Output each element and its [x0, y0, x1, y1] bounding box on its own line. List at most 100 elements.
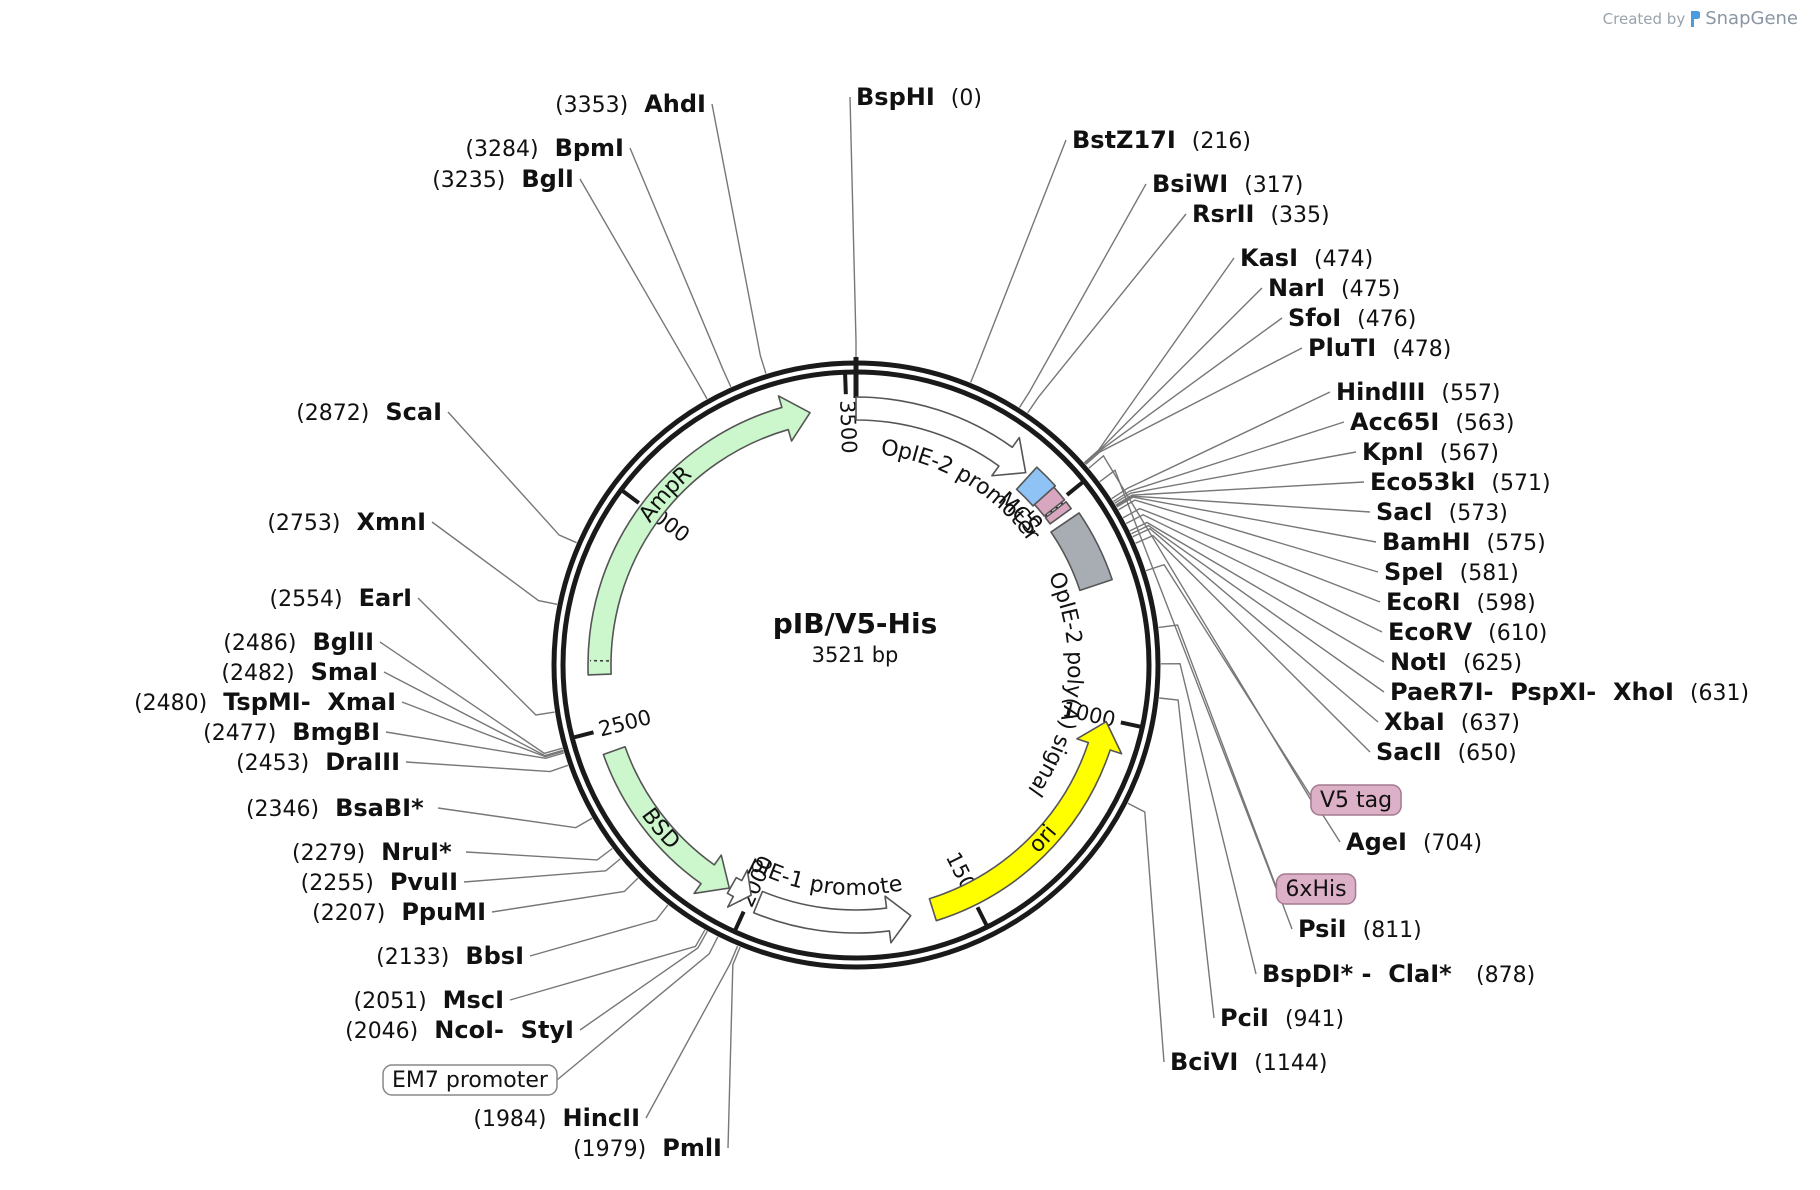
enzyme-name: BsaBI [335, 794, 411, 822]
site-eari[interactable]: (2554) EarI [269, 584, 412, 612]
site-psii[interactable]: PsiI(811) [1298, 915, 1422, 943]
leader-line-agei [1145, 563, 1341, 843]
site-paer7i[interactable]: PaeR7I - PspXI - XhoI(631) [1390, 678, 1749, 706]
site-ecorv[interactable]: EcoRV(610) [1388, 618, 1547, 646]
leader-line-bsphi [849, 96, 857, 360]
site-bsphi[interactable]: BspHI(0) [856, 83, 982, 111]
leader-line-bsabi [437, 807, 593, 829]
leader-line-bgli [579, 178, 708, 400]
site-ppumi[interactable]: (2207)PpuMI [312, 898, 486, 926]
site-position: (878) [1476, 963, 1535, 988]
site-bspdi[interactable]: BspDI * - ClaI *(878) [1262, 960, 1535, 988]
enzyme-name: ClaI [1388, 960, 1439, 988]
enzyme-name: BsiWI [1152, 170, 1228, 198]
enzyme-name: BglI [521, 165, 574, 193]
site-position: (2046) [345, 1019, 418, 1044]
site-bsabi[interactable]: (2346)BsaBI * [246, 794, 424, 822]
feature-tag-em7-tag[interactable]: EM7 promoter [382, 1064, 558, 1096]
site-draiii[interactable]: (2453)DraIII [236, 748, 400, 776]
site-saci[interactable]: SacI(573) [1376, 498, 1508, 526]
enzyme-name: EarI [359, 584, 412, 612]
site-position: (2554) [269, 587, 342, 612]
feature-tag-6xhis-tag[interactable]: 6xHis [1275, 873, 1357, 905]
site-position: (571) [1491, 471, 1550, 496]
feature-v5-tag [1033, 486, 1066, 517]
leader-line-xmni [431, 521, 558, 605]
feature-tag-v5tag-tag[interactable]: V5 tag [1310, 784, 1402, 816]
site-ahdi[interactable]: (3353)AhdI [555, 90, 706, 118]
enzyme-name: XmnI [356, 508, 426, 536]
leader-line-pcii [1159, 697, 1215, 1019]
site-rsrii[interactable]: RsrII(335) [1192, 200, 1330, 228]
tag-leader-line [1099, 469, 1278, 890]
site-acc65i[interactable]: Acc65I(563) [1350, 408, 1515, 436]
site-position: (2207) [312, 901, 385, 926]
leader-line-draiii [405, 761, 569, 773]
site-msci[interactable]: (2051)MscI [354, 986, 504, 1014]
enzyme-name: SfoI [1288, 304, 1341, 332]
site-pcii[interactable]: PciI(941) [1220, 1004, 1344, 1032]
methylation-star: * [1439, 960, 1452, 988]
site-bsiwi[interactable]: BsiWI(317) [1152, 170, 1303, 198]
leader-line-ecorv [1125, 513, 1383, 633]
feature-polya-signal [1050, 512, 1113, 592]
leader-line-ppumi [491, 877, 639, 913]
tag-box [382, 1064, 558, 1096]
leader-line-pluti [1085, 347, 1303, 465]
site-bpmi[interactable]: (3284)BpmI [465, 134, 624, 162]
site-pluti[interactable]: PluTI(478) [1308, 334, 1451, 362]
site-nrui[interactable]: (2279)NruI * [292, 838, 452, 866]
snapgene-credit: Created by SnapGene [1603, 8, 1798, 29]
leader-line-smai [383, 671, 564, 757]
feature-opie1-promoter [752, 890, 912, 944]
site-xmni[interactable]: (2753) XmnI [267, 508, 426, 536]
leader-line-bmgbi [385, 731, 565, 760]
site-noti[interactable]: NotI(625) [1390, 648, 1522, 676]
site-smai[interactable]: (2482)SmaI [221, 658, 378, 686]
site-bamhi[interactable]: BamHI(575) [1382, 528, 1546, 556]
site-position: (2753) [267, 511, 340, 536]
site-bbsi[interactable]: (2133)BbsI [376, 942, 524, 970]
enzyme-name: BspHI [856, 83, 935, 111]
site-sacii[interactable]: SacII(650) [1376, 738, 1517, 766]
site-tspmi[interactable]: (2480)TspMI - XmaI [134, 688, 396, 716]
site-sfoi[interactable]: SfoI(476) [1288, 304, 1416, 332]
tick-500 [1065, 480, 1084, 497]
site-nari[interactable]: NarI(475) [1268, 274, 1400, 302]
enzyme-name: Acc65I [1350, 408, 1439, 436]
plasmid-name: pIB/V5-His [773, 607, 938, 640]
site-bmgbi[interactable]: (2477)BmgBI [203, 718, 380, 746]
site-bglii[interactable]: (2486)BglII [223, 628, 374, 656]
enzyme-name: HincII [563, 1104, 640, 1132]
site-pmli[interactable]: (1979)PmlI [573, 1134, 722, 1162]
site-ncoi[interactable]: (2046)NcoI - StyI [345, 1016, 574, 1044]
tag-leader-line [1088, 454, 1312, 801]
enzyme-name: PciI [1220, 1004, 1269, 1032]
site-separator: - [301, 688, 311, 716]
site-position: (567) [1440, 441, 1499, 466]
enzyme-name: NotI [1390, 648, 1447, 676]
site-spei[interactable]: SpeI(581) [1384, 558, 1519, 586]
site-position: (610) [1488, 621, 1547, 646]
site-scai[interactable]: (2872)ScaI [296, 398, 442, 426]
site-xbai[interactable]: XbaI(637) [1384, 708, 1520, 736]
leader-line-bpmi [629, 147, 732, 388]
enzyme-name: AhdI [644, 90, 706, 118]
site-bgli[interactable]: (3235)BglI [432, 165, 574, 193]
site-bstz17i[interactable]: BstZ17I(216) [1072, 126, 1251, 154]
tick-3000 [621, 489, 641, 505]
site-kasi[interactable]: KasI(474) [1240, 244, 1373, 272]
site-agei[interactable]: AgeI(704) [1346, 828, 1482, 856]
enzyme-name: BamHI [1382, 528, 1471, 556]
site-pvuii[interactable]: (2255)PvuII [301, 868, 458, 896]
site-position: (2453) [236, 751, 309, 776]
site-hindiii[interactable]: HindIII(557) [1336, 378, 1501, 406]
feature-ampr [587, 395, 811, 676]
enzyme-name: KpnI [1362, 438, 1424, 466]
site-hincii[interactable]: (1984)HincII [473, 1104, 640, 1132]
site-bcivi[interactable]: BciVI(1144) [1170, 1048, 1327, 1076]
site-eco53ki[interactable]: Eco53kI(571) [1370, 468, 1551, 496]
site-kpni[interactable]: KpnI (567) [1362, 438, 1499, 466]
site-ecori[interactable]: EcoRI(598) [1386, 588, 1536, 616]
